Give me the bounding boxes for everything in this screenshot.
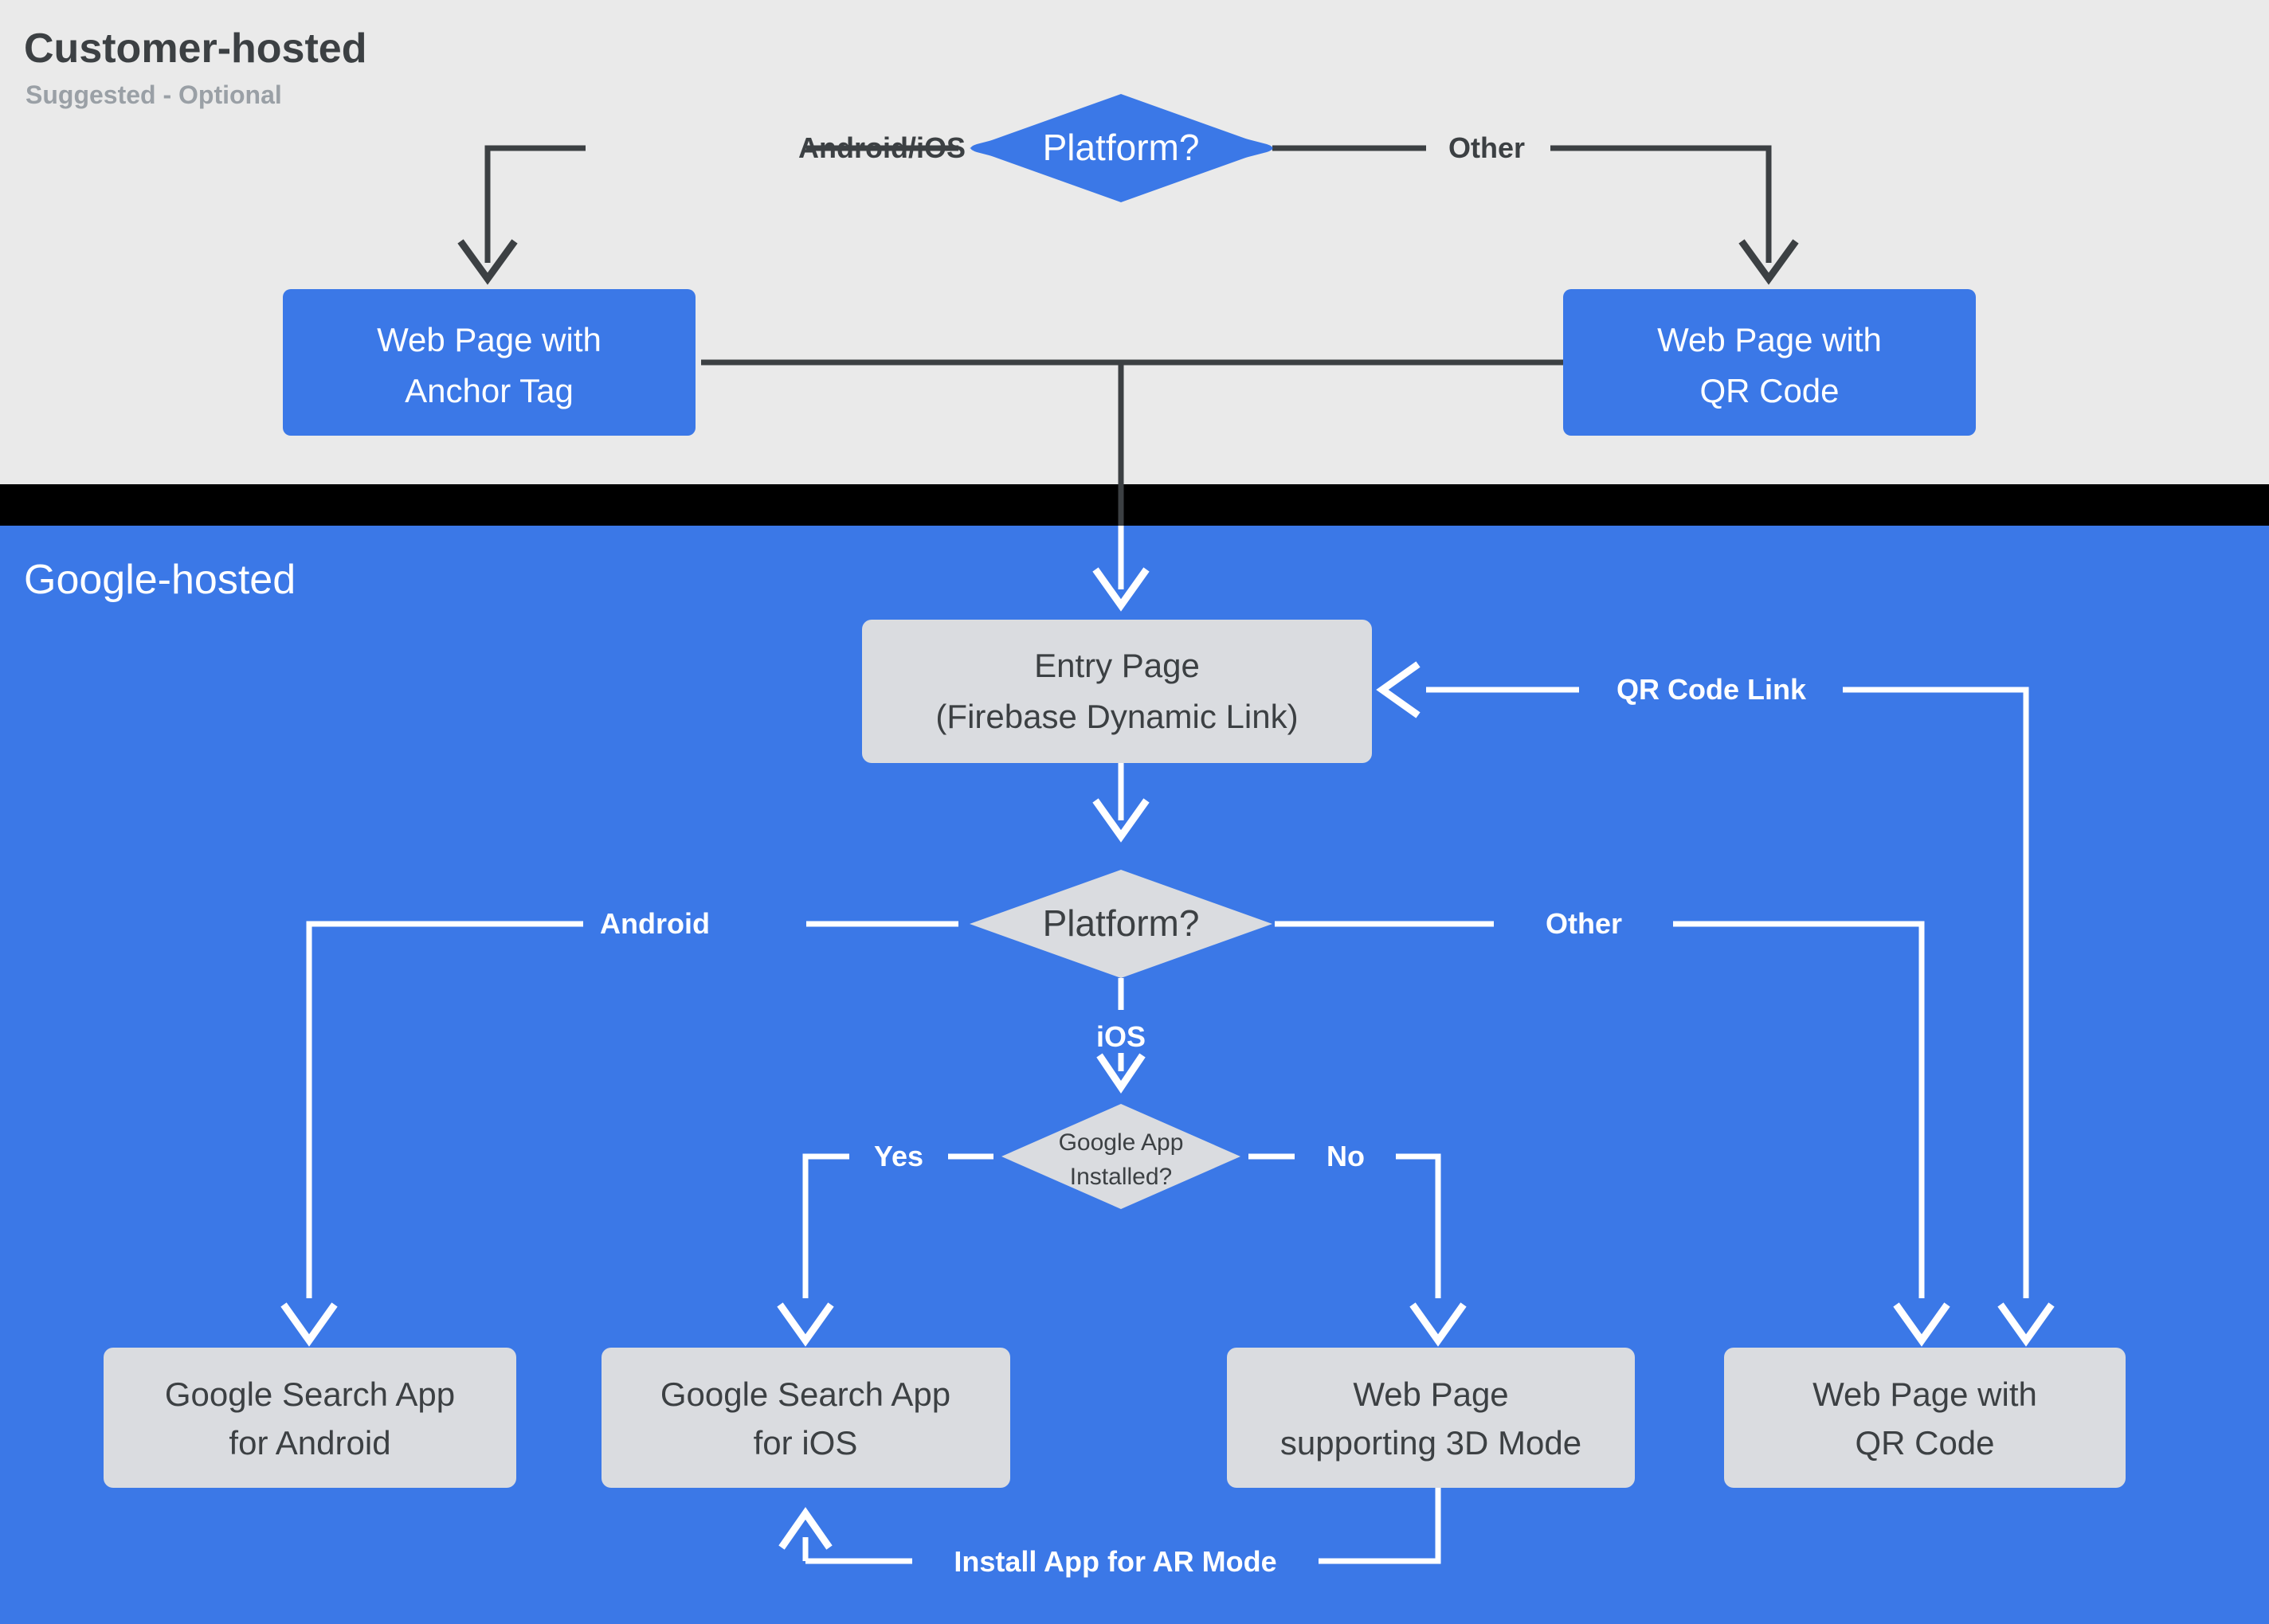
node-gsa-ios-label-2: for iOS <box>754 1424 858 1462</box>
node-entry-page-label-1: Entry Page <box>1034 647 1200 684</box>
edge-platform-bottom-android-b <box>306 921 583 1298</box>
arrow-no-to-web-3d <box>1409 1302 1467 1347</box>
node-web-qr-bottom[interactable] <box>1724 1348 2126 1488</box>
google-hosted-title: Google-hosted <box>24 557 296 603</box>
edge-label-android: Android <box>600 907 710 940</box>
node-gsa-ios-label-1: Google Search App <box>660 1376 950 1413</box>
edge-label-ios: iOS <box>1096 1020 1146 1053</box>
arrow-other-to-qr-box <box>1893 1302 1950 1347</box>
edge-label-no: No <box>1327 1140 1365 1172</box>
node-gsa-android[interactable] <box>104 1348 516 1488</box>
edge-label-install-ar: Install App for AR Mode <box>954 1545 1276 1578</box>
arrow-install-ar-to-gsa-ios <box>778 1507 833 1550</box>
node-platform-top-shape[interactable] <box>970 94 1272 202</box>
edge-label-android-ios: Android/iOS <box>798 131 966 164</box>
node-web-anchor-tag[interactable] <box>283 289 696 436</box>
node-google-app-installed-label-1: Google App <box>1059 1129 1184 1156</box>
node-google-app-installed-label-2: Installed? <box>1070 1164 1172 1190</box>
node-web-qr-top-label-1: Web Page with <box>1657 321 1882 358</box>
node-web-qr-top[interactable] <box>1563 289 1976 436</box>
node-platform-top-label: Platform? <box>1043 127 1200 168</box>
node-entry-page[interactable] <box>862 620 1372 763</box>
edge-install-ar-right <box>1319 1488 1441 1564</box>
node-gsa-ios[interactable] <box>602 1348 1010 1488</box>
edge-label-other-bottom: Other <box>1546 907 1622 940</box>
edge-no-b <box>1396 1153 1441 1298</box>
arrow-to-gsa-android <box>280 1302 338 1347</box>
edge-qr-code-link-right <box>1843 687 2029 1298</box>
arrow-to-anchor-box <box>457 239 518 285</box>
arrow-qr-code-link <box>1376 661 1421 718</box>
node-web-anchor-tag-label-1: Web Page with <box>377 321 602 358</box>
node-web-qr-bottom-label-1: Web Page with <box>1812 1376 2037 1413</box>
node-web-anchor-tag-label-2: Anchor Tag <box>405 372 574 409</box>
edge-yes-b <box>802 1153 849 1298</box>
node-platform-bottom-label: Platform? <box>1043 902 1200 944</box>
edge-platform-to-anchor-2 <box>484 145 586 263</box>
node-platform-bottom[interactable] <box>970 870 1272 978</box>
node-web-3d-mode[interactable] <box>1227 1348 1635 1488</box>
node-web-3d-mode-label-2: supporting 3D Mode <box>1280 1424 1581 1462</box>
arrow-entry-to-platform <box>1092 798 1150 843</box>
arrow-yes-to-gsa-ios <box>777 1302 834 1347</box>
section-divider-band <box>0 484 2269 526</box>
arrow-to-qr-box <box>1738 239 1799 285</box>
node-web-qr-bottom-label-2: QR Code <box>1855 1424 1994 1462</box>
node-google-app-installed[interactable] <box>1001 1104 1240 1209</box>
node-entry-page-label-2: (Firebase Dynamic Link) <box>935 698 1298 735</box>
customer-hosted-title: Customer-hosted <box>24 25 366 72</box>
edge-label-qr-code-link: QR Code Link <box>1617 673 1807 706</box>
node-web-qr-top-label-2: QR Code <box>1699 372 1839 409</box>
customer-hosted-subtitle: Suggested - Optional <box>25 80 282 109</box>
edge-platform-to-qr-2 <box>1550 145 1772 263</box>
arrow-ios-to-google-app <box>1096 1053 1146 1094</box>
edge-label-yes: Yes <box>874 1140 923 1172</box>
arrow-to-entry-page <box>1092 567 1150 612</box>
arrow-qr-link-to-qr-box <box>1997 1302 2055 1347</box>
node-gsa-android-label-2: for Android <box>229 1424 390 1462</box>
edge-platform-bottom-other-b <box>1673 921 1925 1298</box>
node-gsa-android-label-1: Google Search App <box>165 1376 455 1413</box>
node-web-3d-mode-label-1: Web Page <box>1353 1376 1508 1413</box>
edge-label-other-top: Other <box>1448 131 1525 164</box>
